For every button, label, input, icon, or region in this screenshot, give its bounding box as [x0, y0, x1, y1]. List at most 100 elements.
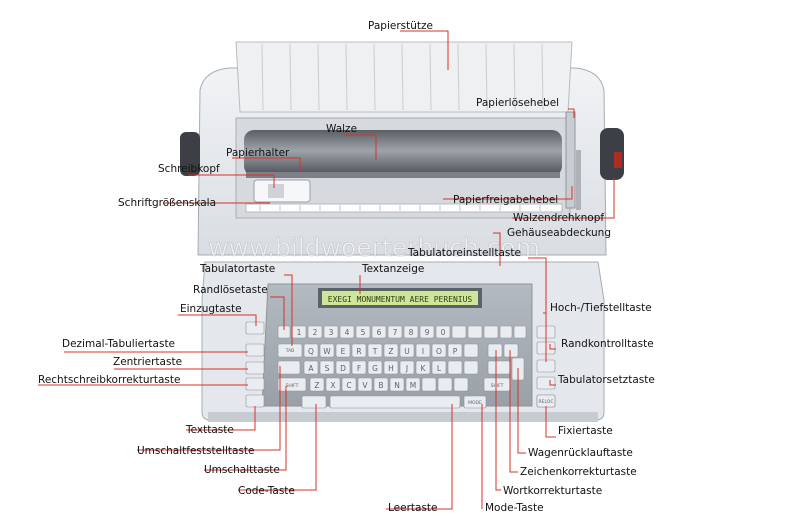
key-f[interactable] — [351, 360, 367, 375]
leader-wagenruecklauftaste — [517, 368, 526, 454]
key-label: SHIFT — [286, 383, 299, 389]
key-6[interactable] — [371, 325, 387, 339]
text-display — [322, 291, 478, 305]
key-2[interactable] — [307, 325, 323, 339]
key-z-extra-1[interactable] — [421, 377, 437, 392]
key-dezimal[interactable] — [245, 343, 265, 357]
key-a-extra-2[interactable] — [463, 360, 479, 375]
key-s[interactable] — [319, 360, 335, 375]
label-tabulatorsetztaste: Tabulatorsetztaste — [557, 374, 655, 386]
key-zeichenkorrektur[interactable] — [503, 343, 519, 358]
key-q[interactable] — [303, 343, 319, 358]
key-shift-left[interactable] — [277, 377, 307, 392]
key-label: TAB — [285, 348, 295, 354]
key-q-extra-1[interactable] — [463, 343, 479, 358]
key-e[interactable] — [335, 343, 351, 358]
key-label: RELOC — [538, 399, 553, 405]
key-num-extra-1[interactable] — [451, 325, 467, 339]
key-4[interactable] — [339, 325, 355, 339]
key-einzug[interactable] — [245, 321, 265, 335]
key-a-extra-3[interactable] — [487, 360, 511, 375]
key-label: S — [325, 364, 330, 373]
key-wortkorrektur[interactable] — [487, 343, 503, 358]
key-d[interactable] — [335, 360, 351, 375]
key-z-extra-2[interactable] — [437, 377, 453, 392]
key-l[interactable] — [431, 360, 447, 375]
key-j[interactable] — [399, 360, 415, 375]
key-c[interactable] — [341, 377, 357, 392]
key-3[interactable] — [323, 325, 339, 339]
key-rechtschreib[interactable] — [245, 377, 265, 391]
key-u[interactable] — [399, 343, 415, 358]
key-n[interactable] — [389, 377, 405, 392]
key-y[interactable] — [309, 377, 325, 392]
leader-einzugtaste — [178, 314, 257, 326]
scale-ticks — [259, 205, 541, 211]
key-label: T — [372, 347, 378, 356]
key-7[interactable] — [387, 325, 403, 339]
leader-papierstuetze — [400, 30, 449, 70]
leader-lines — [38, 30, 615, 510]
key-a-extra-1[interactable] — [447, 360, 463, 375]
key-text[interactable] — [245, 394, 265, 408]
key-z[interactable] — [383, 343, 399, 358]
key-x[interactable] — [325, 377, 341, 392]
key-num-extra-3[interactable] — [483, 325, 499, 339]
label-fixiertaste: Fixiertaste — [558, 425, 613, 437]
key-mode[interactable] — [463, 395, 487, 409]
leader-schreibkopf — [188, 174, 275, 188]
key-8[interactable] — [403, 325, 419, 339]
key-p[interactable] — [447, 343, 463, 358]
key-5[interactable] — [355, 325, 371, 339]
label-schriftgroessenskala: Schriftgrößenskala — [118, 197, 216, 209]
label-tabulatoreinstelltaste: Tabulatoreinstelltaste — [407, 247, 521, 259]
key-i[interactable] — [415, 343, 431, 358]
key-num-extra-2[interactable] — [467, 325, 483, 339]
key-label: Q — [308, 347, 314, 356]
key-0[interactable] — [435, 325, 451, 339]
knob-accent — [614, 152, 622, 168]
key-g[interactable] — [367, 360, 383, 375]
label-randloesetaste: Randlösetaste — [193, 284, 268, 296]
key-m[interactable] — [405, 377, 421, 392]
key-h[interactable] — [383, 360, 399, 375]
key-zentrier[interactable] — [245, 361, 265, 375]
key-o[interactable] — [431, 343, 447, 358]
label-code-taste: Code-Taste — [238, 485, 295, 497]
leader-fixiertaste — [545, 406, 556, 438]
label-gehaeuseabdeckung: Gehäuseabdeckung — [507, 227, 611, 239]
key-num-extra-5[interactable] — [513, 325, 527, 339]
type-size-scale — [245, 203, 563, 213]
key-r[interactable] — [351, 343, 367, 358]
key-shift-lock[interactable] — [277, 360, 301, 375]
label-tabulatortaste: Tabulatortaste — [199, 263, 275, 275]
leader-papierhalter — [232, 157, 301, 172]
print-head-detail — [268, 184, 284, 198]
key-label: J — [405, 364, 408, 373]
label-umschaltfeststelltaste: Umschaltfeststelltaste — [137, 445, 255, 457]
key-a[interactable] — [303, 360, 319, 375]
label-mode-taste: Mode-Taste — [485, 502, 544, 514]
key-w[interactable] — [319, 343, 335, 358]
key-label: V — [362, 381, 368, 390]
housing-shadow — [208, 412, 598, 422]
key-k[interactable] — [415, 360, 431, 375]
key-code[interactable] — [301, 395, 327, 409]
key-b[interactable] — [373, 377, 389, 392]
platen-knob-left — [180, 132, 200, 176]
key-tabsetz[interactable] — [536, 376, 556, 390]
key-z-extra-3[interactable] — [453, 377, 469, 392]
key-space[interactable] — [329, 395, 461, 409]
key-num-extra-4[interactable] — [499, 325, 513, 339]
leader-randkontrolltaste — [549, 344, 556, 350]
label-hoch-tiefstelltaste: Hoch-/Tiefstelltaste — [550, 302, 652, 314]
key-tab[interactable] — [277, 343, 303, 358]
key-9[interactable] — [419, 325, 435, 339]
key-label: 4 — [345, 328, 350, 337]
key-label: Z — [314, 381, 319, 390]
leader-zeichenkorrekturtaste — [509, 350, 518, 473]
key-t[interactable] — [367, 343, 383, 358]
key-v[interactable] — [357, 377, 373, 392]
label-papierloesehebel: Papierlösehebel — [476, 97, 559, 109]
